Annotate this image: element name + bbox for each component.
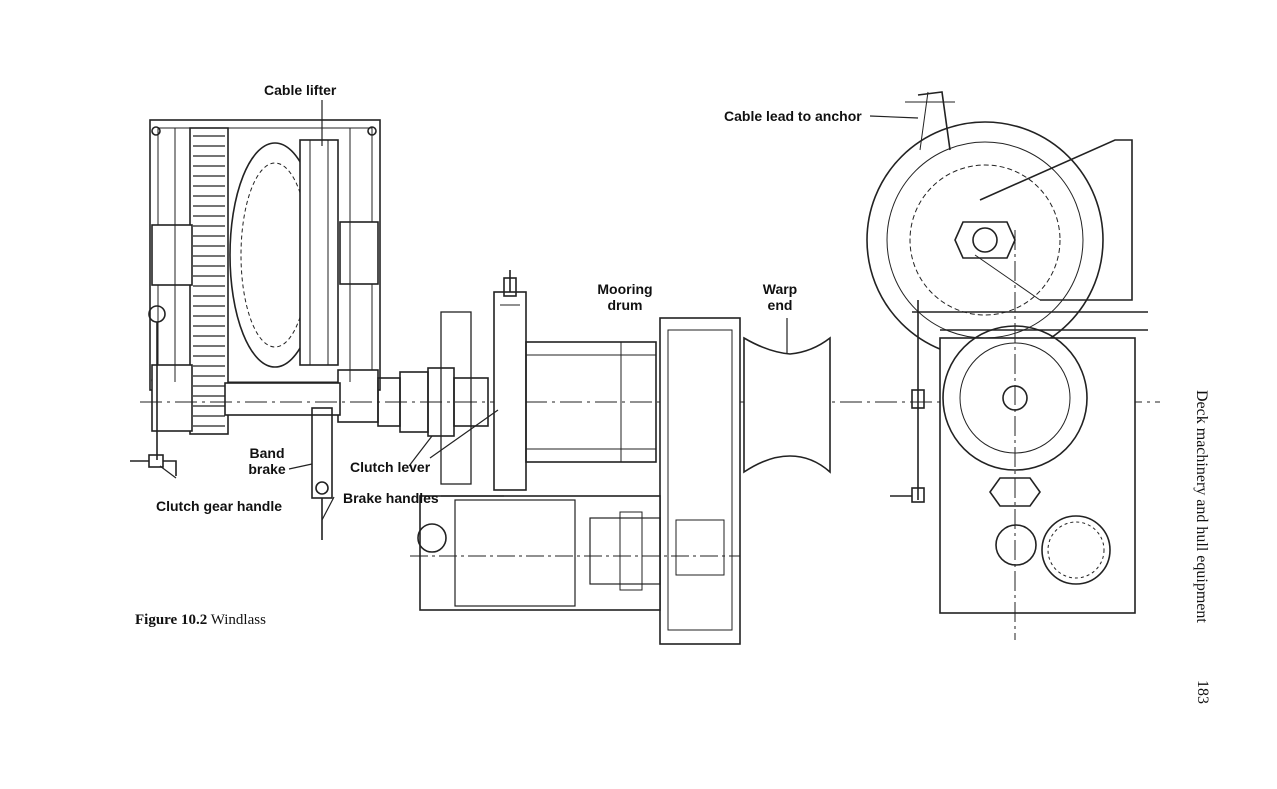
page-number: 183	[1181, 680, 1211, 720]
label-band-brake: Band brake	[240, 445, 294, 477]
label-warp-end-line2: end	[755, 297, 805, 313]
label-band-brake-line1: Band	[240, 445, 294, 461]
label-mooring-drum-line2: drum	[590, 297, 660, 313]
label-warp-end: Warp end	[755, 281, 805, 313]
label-cable-lead: Cable lead to anchor	[724, 108, 862, 124]
label-mooring-drum-line1: Mooring	[590, 281, 660, 297]
label-brake-handles: Brake handles	[343, 490, 439, 506]
label-mooring-drum: Mooring drum	[590, 281, 660, 313]
label-clutch-lever: Clutch lever	[350, 459, 430, 475]
figure-title: Windlass	[211, 612, 266, 628]
running-head: Deck machinery and hull equipment	[1180, 390, 1210, 650]
label-cable-lifter: Cable lifter	[264, 82, 336, 98]
figure-number: Figure 10.2	[135, 612, 207, 628]
label-warp-end-line1: Warp	[755, 281, 805, 297]
side-elevation	[867, 92, 1148, 640]
label-band-brake-line2: brake	[240, 461, 294, 477]
figure-caption: Figure 10.2 Windlass	[135, 612, 266, 629]
label-clutch-gear-handle: Clutch gear handle	[156, 498, 282, 514]
mooring-drum-unit	[378, 270, 830, 644]
